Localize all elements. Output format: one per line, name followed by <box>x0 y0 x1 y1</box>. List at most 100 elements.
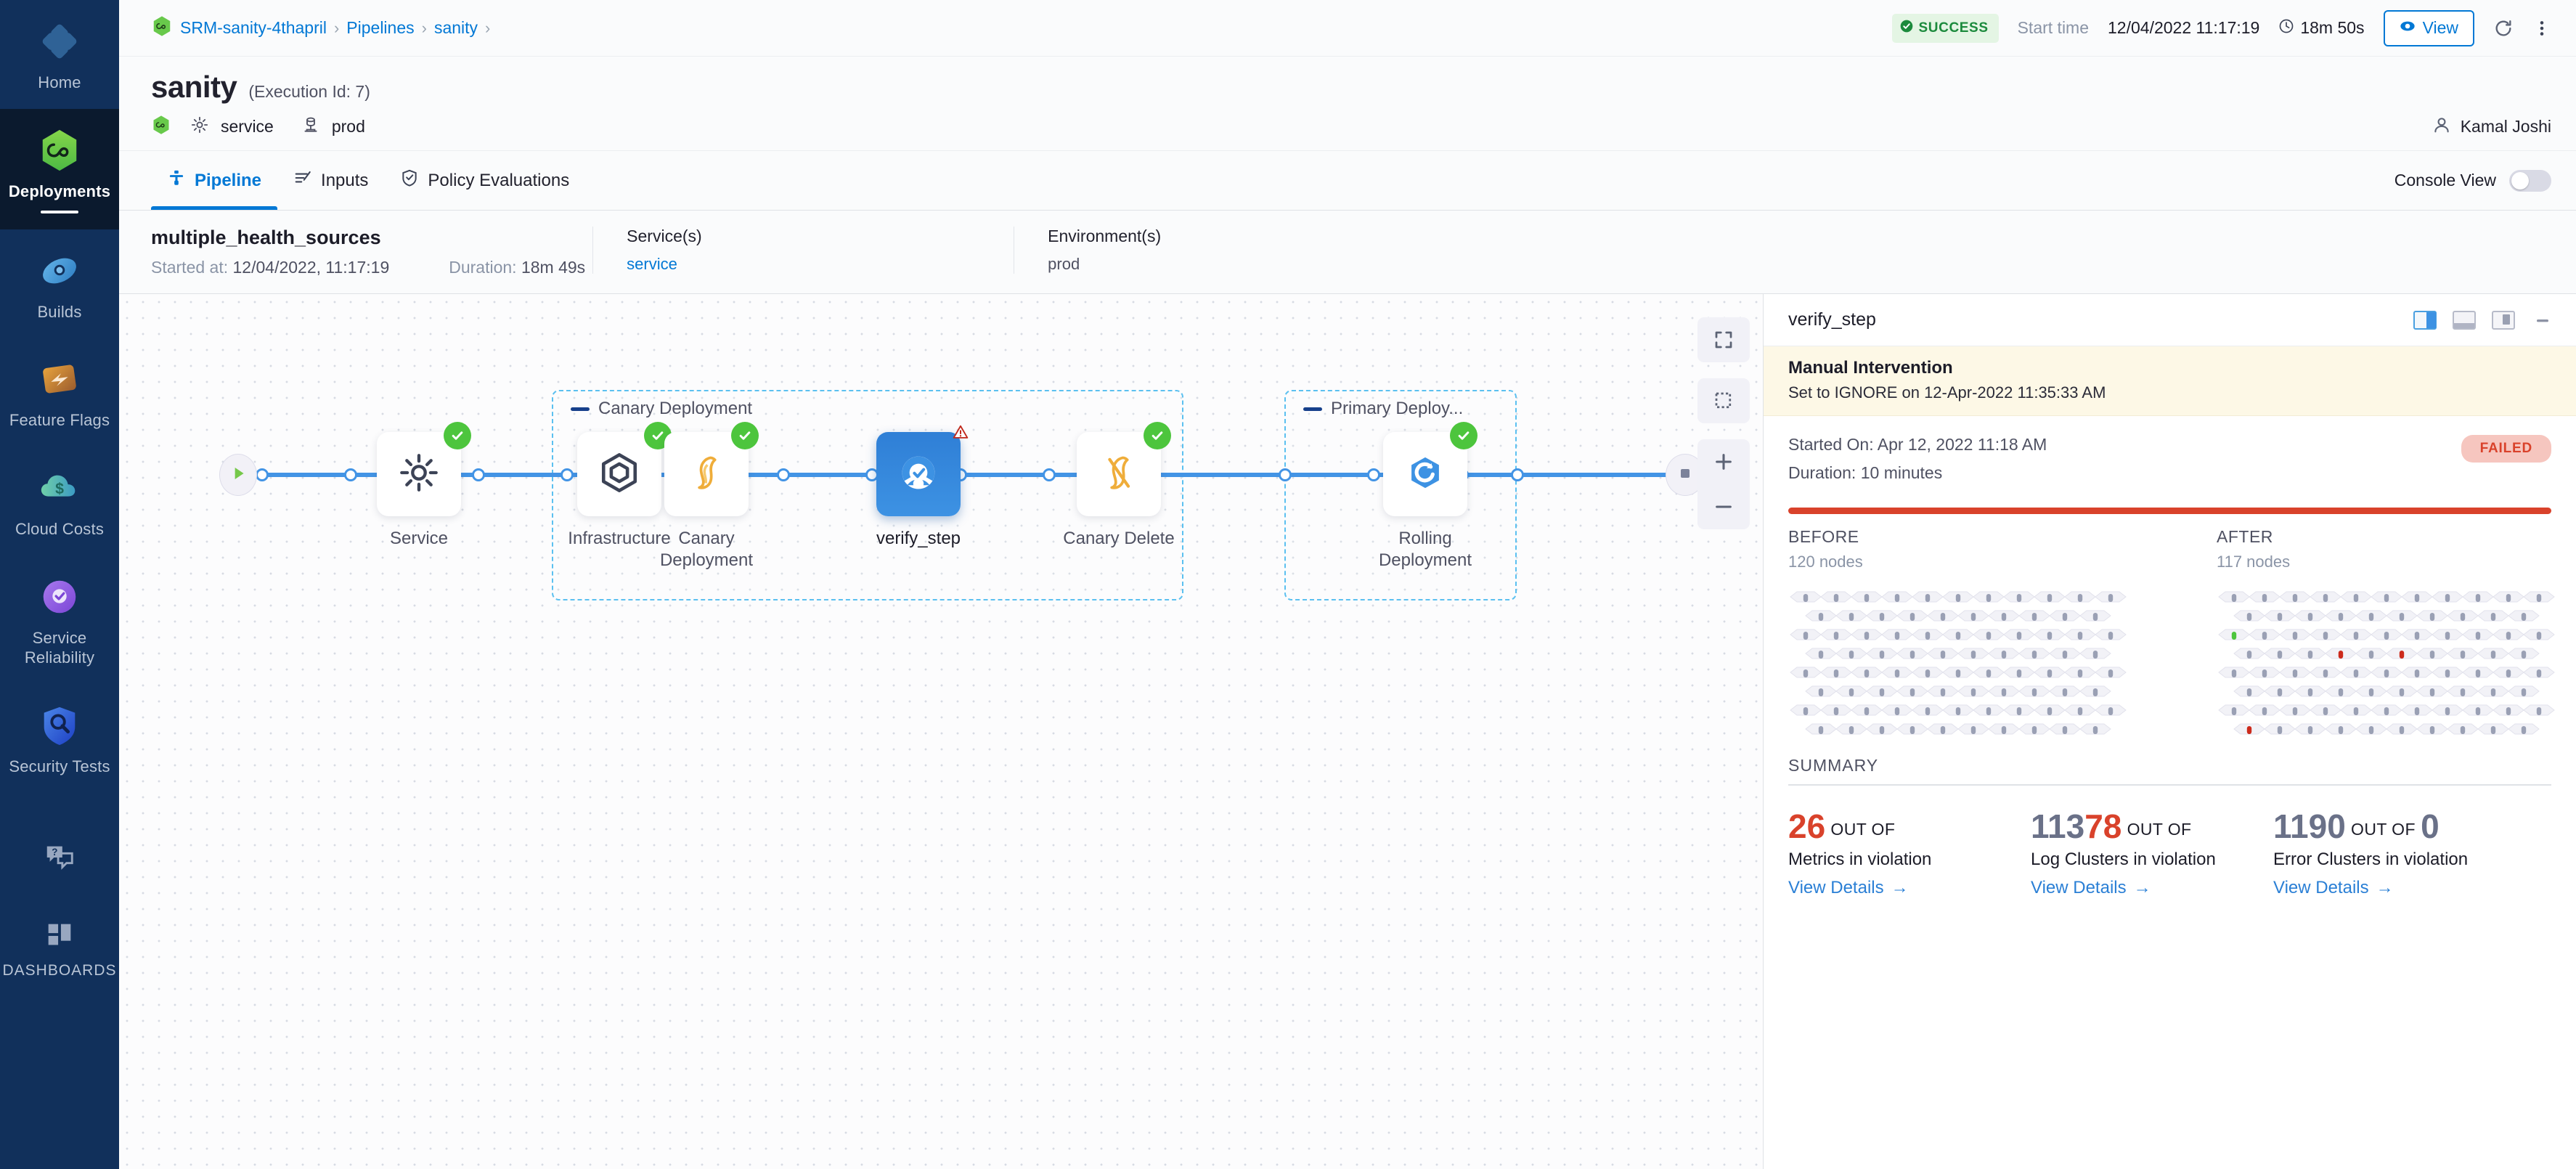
node-label: Canary Deployment <box>659 529 754 570</box>
environment-name: prod <box>331 117 365 136</box>
metrics-view-details-link[interactable]: View Details → <box>1788 878 1909 898</box>
breadcrumb-item-1[interactable]: Pipelines <box>346 18 415 37</box>
log-clusters-value-suffix: 78 <box>2084 807 2122 845</box>
pipeline-icon <box>167 168 186 192</box>
sidebar-item-home[interactable]: Home <box>0 0 119 109</box>
status-badge-success-icon <box>731 422 759 449</box>
node-label: Service <box>389 529 449 548</box>
tabs-bar: Pipeline Inputs Policy Evaluations <box>119 151 2576 211</box>
sidebar-item-help[interactable]: ? <box>0 822 119 900</box>
tab-policy-evaluations[interactable]: Policy Evaluations <box>384 151 585 210</box>
edge-port <box>777 468 790 481</box>
pipeline-node-rolling-deployment[interactable]: Rolling Deployment <box>1356 422 1494 571</box>
run-meta-lines: Started On: Apr 12, 2022 11:18 AM Durati… <box>1788 435 2047 492</box>
zoom-out-icon[interactable] <box>1697 484 1750 529</box>
main-area: SRM-sanity-4thapril › Pipelines › sanity… <box>119 0 2576 1169</box>
breadcrumb-item-0[interactable]: SRM-sanity-4thapril <box>180 18 327 37</box>
link-label: View Details <box>1788 877 1884 897</box>
sidebar-item-label: Cloud Costs <box>15 520 105 539</box>
body-row: Canary Deployment Primary Deploy... <box>119 294 2576 1169</box>
edge-port <box>561 468 574 481</box>
check-circle-icon <box>151 115 171 139</box>
kebab-menu-icon[interactable] <box>2532 19 2551 38</box>
breadcrumb-item-2[interactable]: sanity <box>433 18 478 37</box>
split-right-layout-icon[interactable] <box>2413 310 2437 330</box>
summary-cards: 26 OUT OF Metrics in violation View Deta… <box>1788 807 2551 898</box>
view-button-label: View <box>2422 18 2458 37</box>
cloud-costs-icon: $ <box>37 465 82 510</box>
started-at-label: Started at: <box>151 258 229 277</box>
tab-inputs[interactable]: Inputs <box>277 151 384 210</box>
split-bottom-layout-icon[interactable] <box>2453 310 2476 330</box>
stage-group-title: Primary Deploy... <box>1303 399 1463 419</box>
breadcrumb: SRM-sanity-4thapril › Pipelines › sanity… <box>151 15 490 41</box>
active-indicator <box>41 210 78 213</box>
pipeline-start-node[interactable] <box>219 454 257 496</box>
status-badge-success-icon <box>1450 422 1477 449</box>
edge-port <box>344 468 357 481</box>
summary-card-error-clusters: 1190 OUT OF 0 Error Clusters in violatio… <box>2273 807 2491 898</box>
node-box[interactable] <box>664 422 759 516</box>
start-time-label: Start time <box>2017 18 2090 37</box>
sidebar-item-feature-flags[interactable]: Feature Flags <box>0 338 119 447</box>
feature-flags-icon <box>37 357 82 402</box>
status-badge-warning-icon <box>945 416 977 448</box>
sidebar-item-service-reliability[interactable]: Service Reliability <box>0 555 119 684</box>
minimize-icon[interactable] <box>2531 311 2554 330</box>
services-value[interactable]: service <box>627 255 677 273</box>
stage-group-label: Primary Deploy... <box>1331 399 1464 418</box>
breadcrumb-separator: › <box>485 18 491 37</box>
float-layout-icon[interactable] <box>2492 310 2515 330</box>
refresh-icon[interactable] <box>2493 18 2514 38</box>
sidebar-item-builds[interactable]: Builds <box>0 229 119 338</box>
zoom-in-icon[interactable] <box>1697 439 1750 484</box>
sidebar-item-label: Security Tests <box>9 757 110 775</box>
sidebar-item-dashboards[interactable]: DASHBOARDS <box>0 900 119 996</box>
before-hex-grid[interactable] <box>1788 590 2129 736</box>
select-area-icon[interactable] <box>1697 378 1750 423</box>
tab-pipeline[interactable]: Pipeline <box>151 151 278 210</box>
user-name: Kamal Joshi <box>2460 117 2551 136</box>
pipeline-canvas[interactable]: Canary Deployment Primary Deploy... <box>119 294 1763 1169</box>
sidebar-item-label: Builds <box>37 302 82 321</box>
fit-to-screen-icon[interactable] <box>1697 317 1750 362</box>
metrics-value-row: 26 OUT OF <box>1788 807 2006 846</box>
error-clusters-value-row: 1190 OUT OF 0 <box>2273 807 2491 846</box>
service-name: service <box>221 117 274 136</box>
node-box[interactable] <box>377 422 471 516</box>
status-badge-success-icon <box>444 422 471 449</box>
pipeline-node-service[interactable]: Service <box>350 422 488 550</box>
pipeline-node-verify-step[interactable]: verify_step <box>849 425 987 550</box>
node-box[interactable] <box>577 422 672 516</box>
view-button[interactable]: View <box>2383 9 2474 46</box>
node-box[interactable] <box>876 425 969 516</box>
infrastructure-hex-icon <box>598 452 640 497</box>
pipeline-node-canary-deployment[interactable]: Canary Deployment <box>637 422 775 571</box>
console-view-toggle[interactable]: Console View <box>2394 151 2551 210</box>
intervention-subtitle: Set to IGNORE on 12-Apr-2022 11:35:33 AM <box>1788 383 2106 402</box>
sidebar-item-security-tests[interactable]: Security Tests <box>0 684 119 793</box>
user-chip: Kamal Joshi <box>2432 115 2551 139</box>
edge-port <box>472 468 485 481</box>
console-view-switch[interactable] <box>2509 169 2551 192</box>
collapse-dash-icon[interactable] <box>571 407 590 411</box>
sidebar-item-label: Feature Flags <box>9 411 110 430</box>
edge-port <box>1043 468 1056 481</box>
failed-status-badge: FAILED <box>2461 435 2551 463</box>
pipeline-node-infrastructure[interactable]: Infrastructure <box>550 422 688 550</box>
node-box[interactable] <box>1383 422 1477 516</box>
log-clusters-view-details-link[interactable]: View Details → <box>2031 878 2151 898</box>
sidebar-item-label: Deployments <box>8 182 111 200</box>
collapse-dash-icon[interactable] <box>1303 407 1322 411</box>
pipeline-node-canary-delete[interactable]: Canary Delete <box>1050 422 1188 550</box>
panel-header: verify_step <box>1764 294 2576 346</box>
after-hex-grid[interactable] <box>2217 590 2558 736</box>
sidebar-item-label: Home <box>38 73 81 91</box>
sidebar-item-deployments[interactable]: Deployments <box>0 108 119 229</box>
edge-port <box>1511 468 1524 481</box>
error-clusters-view-details-link[interactable]: View Details → <box>2273 878 2394 898</box>
sidebar-item-cloud-costs[interactable]: $ Cloud Costs <box>0 447 119 555</box>
breadcrumb-separator: › <box>333 18 340 37</box>
tab-label: Inputs <box>321 170 369 190</box>
node-box[interactable] <box>1077 422 1171 516</box>
